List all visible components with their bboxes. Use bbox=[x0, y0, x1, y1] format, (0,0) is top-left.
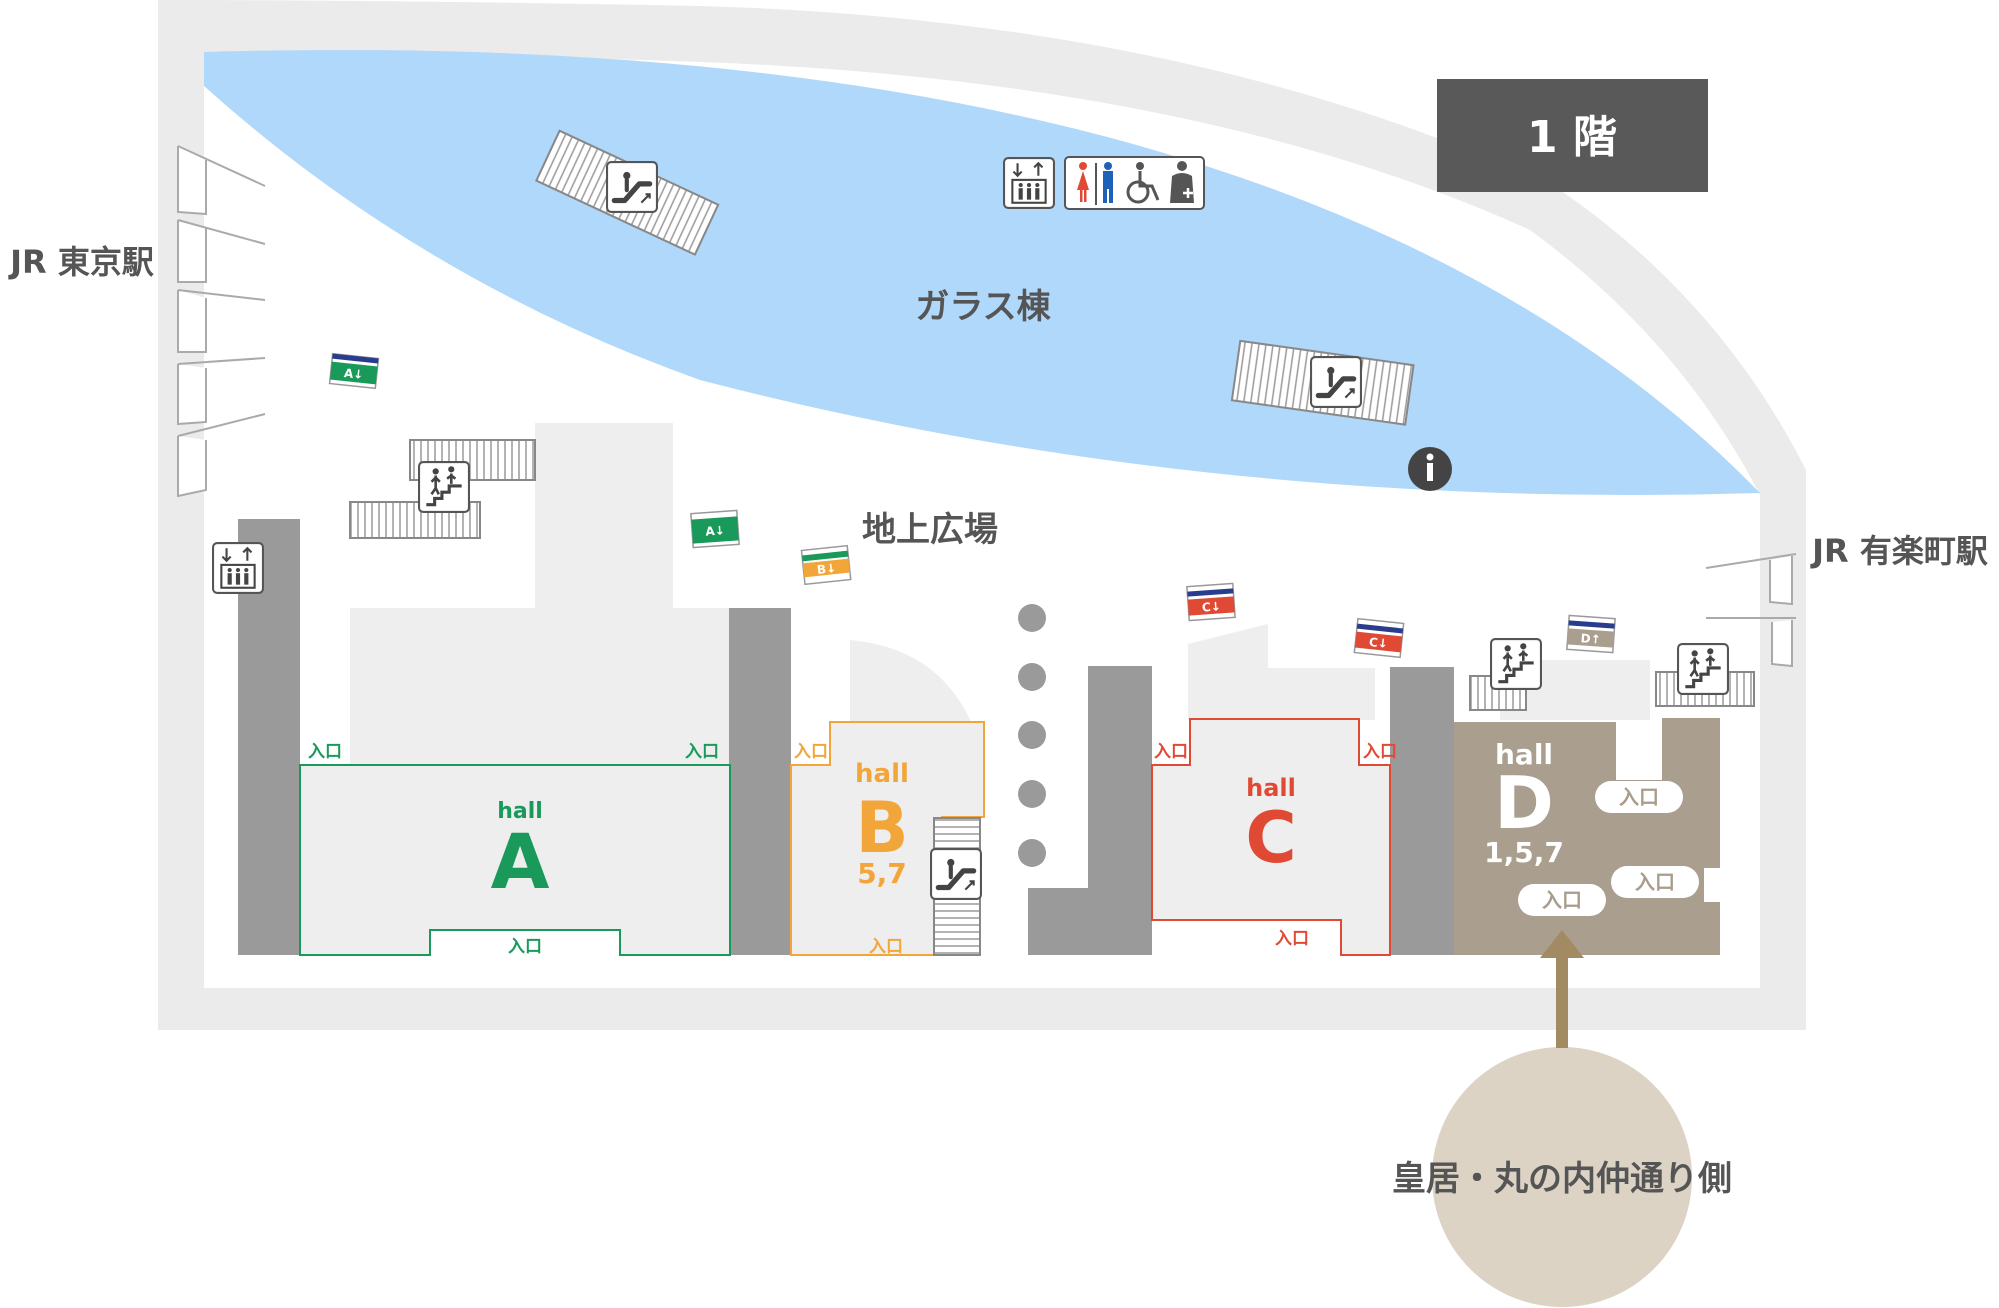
information-icon[interactable] bbox=[1408, 447, 1452, 491]
svg-text:A↓: A↓ bbox=[705, 523, 725, 538]
hall-c-entrance-ne[interactable]: 入口 bbox=[1363, 742, 1397, 762]
hall-d-entrance-east[interactable]: 入口 bbox=[1595, 781, 1683, 813]
jr-yurakucho-exits bbox=[1705, 553, 1797, 668]
escalator-icon[interactable] bbox=[607, 162, 657, 212]
hall-a-entrance-s[interactable]: 入口 bbox=[508, 937, 542, 957]
sign-hall-d-1: D↑ bbox=[1566, 614, 1616, 654]
plaza-columns bbox=[1018, 604, 1046, 867]
hall-d-entrance-southeast-label: 入口 bbox=[1635, 870, 1675, 894]
hall-c-word: hall bbox=[1246, 774, 1296, 802]
svg-text:C↓: C↓ bbox=[1201, 599, 1221, 614]
ground-plaza-label: 地上広場 bbox=[862, 510, 998, 550]
sign-hall-b-1: B↓ bbox=[800, 544, 852, 586]
hall-b-floors: 5,7 bbox=[857, 857, 907, 890]
svg-text:C↓: C↓ bbox=[1368, 635, 1388, 651]
svg-text:B↓: B↓ bbox=[816, 561, 837, 577]
sign-hall-a-1: A↓ bbox=[328, 352, 380, 390]
floor-badge bbox=[1437, 79, 1708, 192]
facilities-icon-group[interactable] bbox=[1064, 156, 1205, 210]
accessible-icon bbox=[1126, 162, 1160, 204]
hall-d-word: hall bbox=[1495, 738, 1553, 771]
hall-b-entrance-nw[interactable]: 入口 bbox=[794, 742, 828, 762]
hall-d-entrance-south[interactable]: 入口 bbox=[1518, 884, 1606, 916]
hall-d-entrance-southeast[interactable]: 入口 bbox=[1611, 866, 1699, 898]
svg-text:D↑: D↑ bbox=[1580, 631, 1601, 646]
hall-a-entrance-ne[interactable]: 入口 bbox=[685, 742, 719, 762]
hall-d-entrance-east-label: 入口 bbox=[1619, 785, 1659, 809]
hall-d-letter: D bbox=[1494, 761, 1554, 845]
hall-c-entrance-s[interactable]: 入口 bbox=[1275, 929, 1309, 949]
imperial-side-label: 皇居・丸の内仲通り側 bbox=[1392, 1159, 1732, 1199]
hall-a[interactable]: hall A 入口 入口 入口 bbox=[299, 742, 731, 957]
restroom-icon bbox=[1077, 162, 1113, 205]
jr-tokyo-label: JR 東京駅 bbox=[8, 243, 154, 281]
jr-tokyo-exits bbox=[177, 145, 266, 498]
hall-d-entrance-south-label: 入口 bbox=[1542, 888, 1582, 912]
pillars bbox=[238, 519, 1454, 955]
hall-c-entrance-nw[interactable]: 入口 bbox=[1154, 742, 1188, 762]
service-areas bbox=[350, 423, 1650, 765]
hall-c[interactable]: hall C 入口 入口 入口 bbox=[1151, 718, 1397, 956]
hall-a-word: hall bbox=[497, 799, 543, 824]
sign-hall-a-2: A↓ bbox=[690, 509, 740, 549]
hall-b-letter: B bbox=[855, 787, 908, 869]
jr-yurakucho-label: JR 有楽町駅 bbox=[1810, 532, 1988, 570]
hall-d[interactable]: hall D 1,5,7 入口 入口 入口 bbox=[1454, 718, 1720, 955]
glass-building-label: ガラス棟 bbox=[915, 287, 1051, 327]
stairs-icon[interactable] bbox=[418, 461, 470, 513]
hall-d-floors: 1,5,7 bbox=[1484, 836, 1564, 869]
svg-text:A↓: A↓ bbox=[343, 366, 364, 382]
sign-hall-c-2: C↓ bbox=[1353, 617, 1405, 659]
hall-a-entrance-nw[interactable]: 入口 bbox=[308, 742, 342, 762]
hall-b-entrance-s[interactable]: 入口 bbox=[869, 937, 903, 957]
hall-b-word: hall bbox=[855, 759, 909, 789]
stairs-icon[interactable] bbox=[1677, 643, 1729, 695]
floor-label: 1 階 bbox=[1527, 112, 1617, 163]
elevator-icon[interactable] bbox=[1003, 157, 1055, 209]
imperial-side-circle bbox=[1432, 1047, 1692, 1307]
hall-a-letter: A bbox=[491, 817, 550, 906]
entry-arrow bbox=[1540, 930, 1584, 1048]
stairs-icon[interactable] bbox=[1490, 638, 1542, 690]
nursing-room-icon bbox=[1170, 161, 1194, 203]
escalator-icon[interactable] bbox=[1311, 357, 1361, 407]
hall-c-letter: C bbox=[1245, 797, 1296, 879]
sign-hall-c-1: C↓ bbox=[1186, 582, 1236, 622]
escalator-icon[interactable] bbox=[931, 849, 981, 899]
elevator-icon[interactable] bbox=[212, 542, 264, 594]
